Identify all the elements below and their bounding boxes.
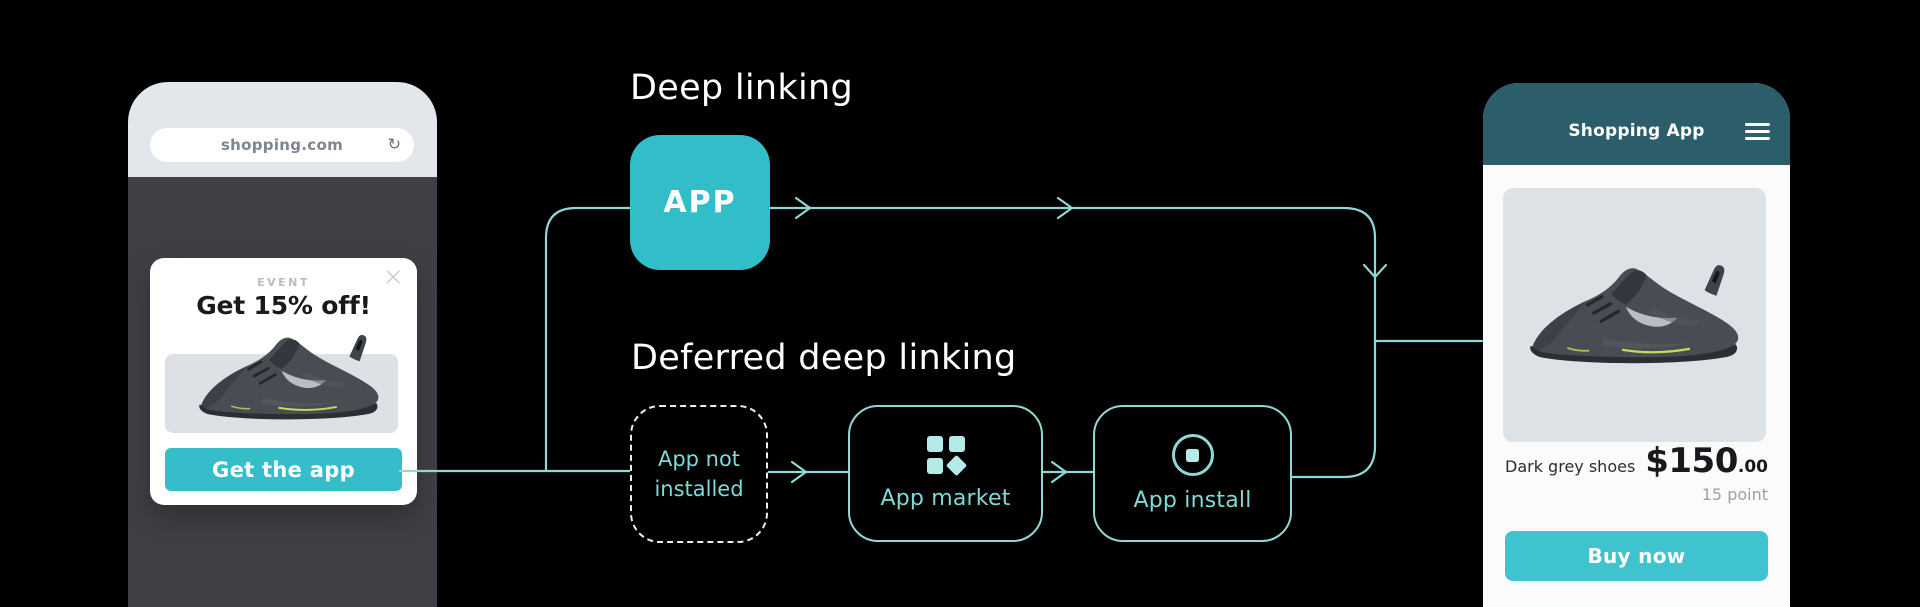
left-phone-mockup: shopping.com ↻ EVENT Get 15% off! × Get … [128, 82, 437, 607]
hamburger-menu-icon[interactable] [1745, 123, 1770, 140]
arrow-right-icon [790, 460, 808, 484]
app-market-label: App market [880, 486, 1011, 511]
points-label: 15 point [1701, 485, 1768, 504]
popup-product-image-area [165, 333, 398, 433]
install-circle-icon [1171, 434, 1214, 476]
price-cents: .00 [1737, 457, 1768, 477]
deferred-deep-linking-title: Deferred deep linking [631, 338, 1017, 378]
arrow-down-icon [1362, 263, 1388, 279]
app-not-installed-node: App not installed [630, 405, 768, 543]
popup-eyebrow: EVENT [257, 276, 310, 289]
popup-title: Get 15% off! [196, 291, 371, 320]
deep-linking-title: Deep linking [630, 68, 853, 108]
reload-icon[interactable]: ↻ [387, 134, 401, 154]
app-grid-icon [926, 436, 967, 477]
app-header: Shopping App [1483, 83, 1790, 165]
url-text: shopping.com [220, 136, 344, 154]
app-not-installed-label: App not installed [654, 446, 744, 501]
product-image-area [1503, 188, 1766, 442]
app-node: APP [630, 135, 770, 270]
app-node-label: APP [663, 185, 737, 220]
app-header-title: Shopping App [1568, 121, 1705, 141]
browser-chrome: shopping.com ↻ [128, 82, 437, 177]
price-dollars: $150 [1645, 441, 1738, 481]
product-price: $150 .00 [1645, 441, 1768, 481]
right-phone-mockup: Shopping App Dark grey shoes $150 .00 15… [1483, 83, 1790, 607]
arrow-right-icon [794, 196, 812, 220]
url-bar[interactable]: shopping.com ↻ [150, 128, 414, 162]
app-install-node: App install [1093, 405, 1292, 542]
sneaker-image [197, 333, 380, 421]
get-the-app-button[interactable]: Get the app [165, 448, 402, 491]
promo-popup: EVENT Get 15% off! × Get the app [150, 258, 417, 505]
sneaker-image [1528, 263, 1740, 365]
app-install-label: App install [1133, 488, 1252, 513]
close-icon[interactable]: × [382, 262, 404, 292]
app-market-node: App market [848, 405, 1043, 542]
product-name: Dark grey shoes [1505, 457, 1636, 476]
arrow-right-icon [1056, 196, 1074, 220]
arrow-right-icon [1050, 460, 1068, 484]
buy-now-button[interactable]: Buy now [1505, 531, 1768, 581]
